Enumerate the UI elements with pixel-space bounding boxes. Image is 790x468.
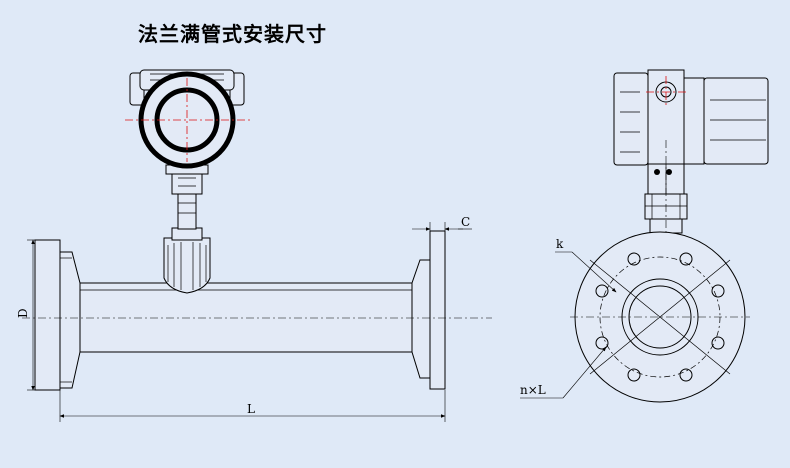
right-flange [411,230,446,390]
drawing-title: 法兰满管式安装尺寸 [138,22,327,46]
dimension-k: k [555,237,617,293]
transmitter-head-front [125,69,250,169]
transmitter-head-side [613,69,769,195]
mounting-boss [163,237,211,294]
dimension-l: L [59,390,446,422]
sensor-neck [177,191,197,230]
dim-label-k: k [556,237,564,251]
dim-label-d: D [16,308,30,318]
left-flange [34,239,81,391]
dim-label-nxl: n×L [520,383,546,397]
front-view: C D L [16,69,492,422]
dim-label-c: C [461,215,470,229]
side-view: k n×L [520,69,769,403]
pipe-body [79,282,413,353]
dim-label-l: L [247,402,255,416]
dimension-d: D [16,239,37,391]
dimension-nxl: n×L [520,346,607,399]
dimension-c: C [412,215,472,236]
flange-face [570,231,750,403]
